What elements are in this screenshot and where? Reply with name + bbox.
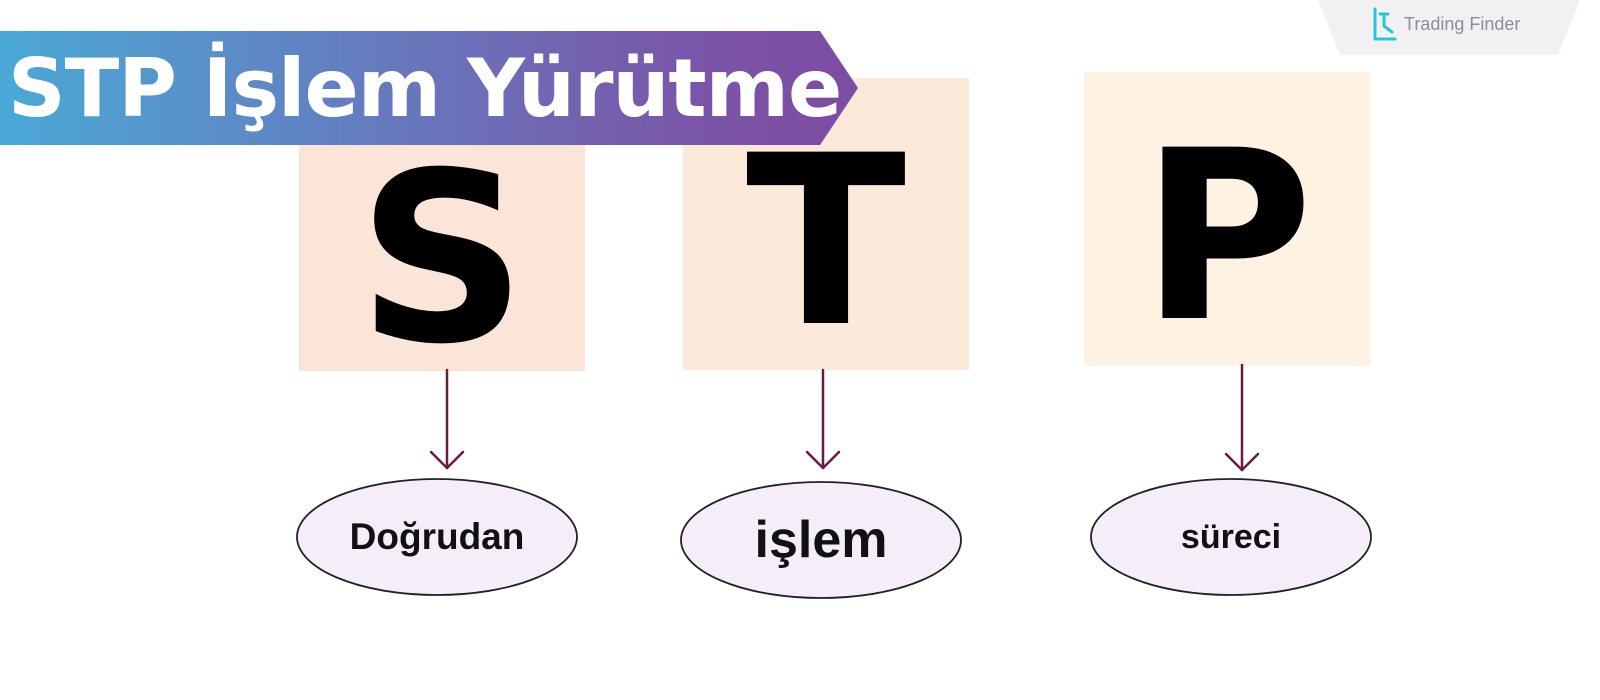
title-banner: STP İşlem Yürütme <box>0 31 858 145</box>
label-islem: işlem <box>754 511 888 569</box>
ellipse-sureci <box>1090 478 1372 596</box>
letter-s: S <box>357 123 527 396</box>
ellipse-islem <box>680 481 962 599</box>
label-sureci: süreci <box>1180 517 1282 556</box>
label-dogrudan: Doğrudan <box>349 516 525 557</box>
letter-box-p: P <box>1084 72 1370 366</box>
brand-name: Trading Finder <box>1404 14 1521 34</box>
letter-box-s: S <box>299 140 585 377</box>
letter-t: T <box>745 105 907 379</box>
trading-finder-logo-icon <box>1373 7 1397 41</box>
page-title: STP İşlem Yürütme <box>8 41 842 135</box>
letter-p: P <box>1140 100 1314 374</box>
arrow-p <box>1224 363 1260 472</box>
brand-logo-tab: Trading Finder <box>1318 0 1580 55</box>
ellipse-dogrudan <box>296 478 578 596</box>
arrow-t <box>805 368 841 470</box>
arrow-s <box>429 368 465 470</box>
